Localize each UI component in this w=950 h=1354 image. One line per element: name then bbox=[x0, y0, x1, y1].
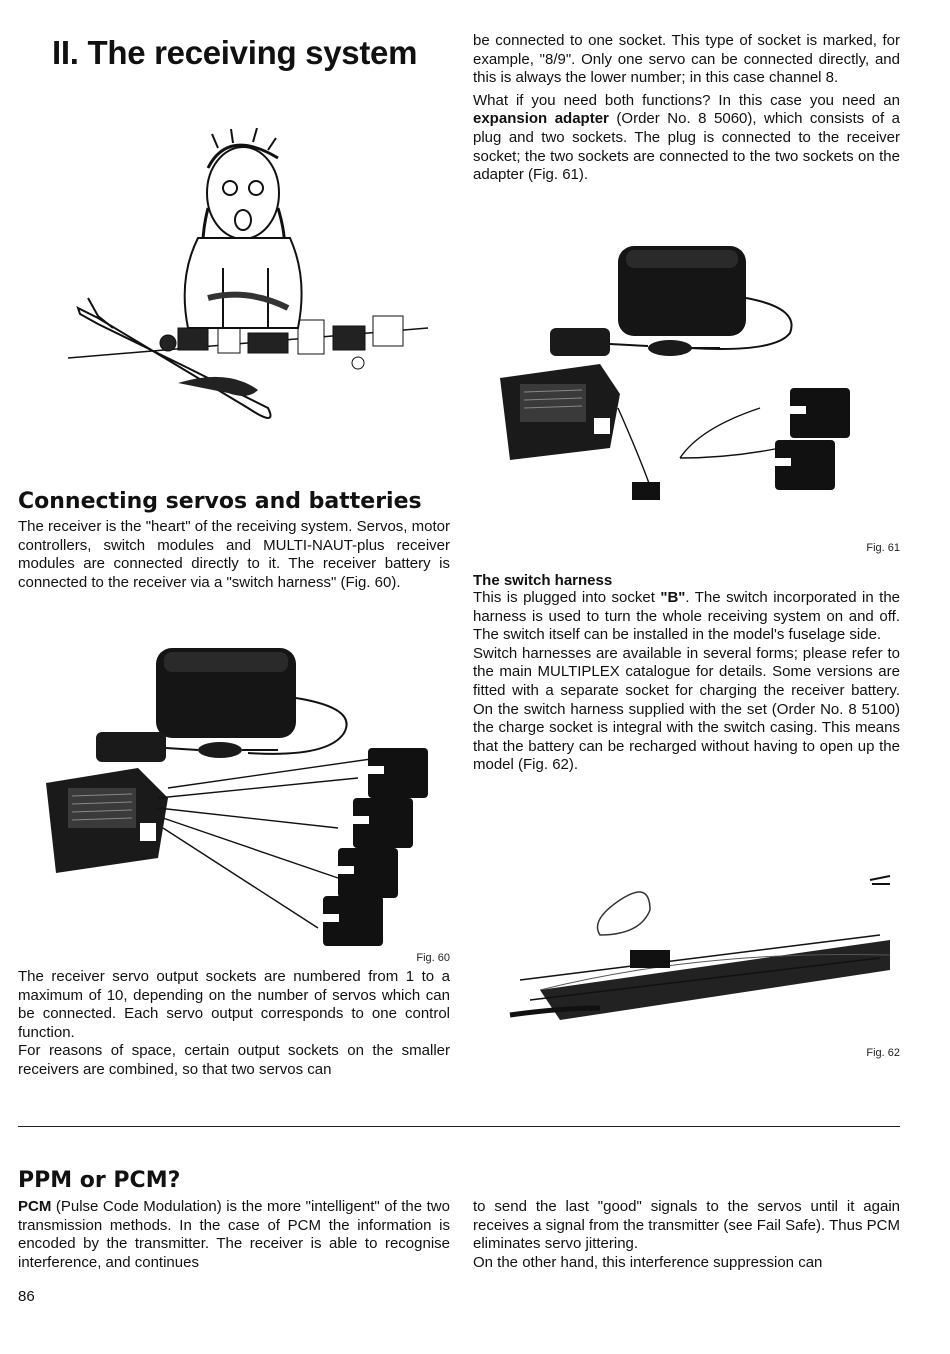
fig61-illustration bbox=[490, 228, 870, 528]
switch-paragraph-2: Switch harnesses are available in severa… bbox=[473, 644, 900, 774]
section-divider bbox=[18, 1126, 900, 1127]
paragraph: For reasons of space, certain output soc… bbox=[18, 1042, 450, 1078]
page-title: II. The receiving system bbox=[52, 34, 418, 71]
fig60-illustration bbox=[38, 638, 448, 948]
ppm-left-text: PCM (Pulse Code Modulation) is the more … bbox=[18, 1198, 450, 1272]
bold-term: "B" bbox=[660, 589, 686, 606]
bold-term: expansion adapter bbox=[473, 110, 609, 128]
switch-paragraph-1: This is plugged into socket "B". The swi… bbox=[473, 589, 900, 645]
section-heading-connecting: Connecting servos and batteries bbox=[18, 489, 422, 514]
fig62-illustration bbox=[500, 840, 900, 1040]
paragraph: be connected to one socket. This type of… bbox=[473, 32, 900, 87]
fig61-caption: Fig. 61 bbox=[866, 542, 900, 554]
expansion-paragraph: What if you need both functions? In this… bbox=[473, 92, 900, 185]
pcm-paragraph: PCM (Pulse Code Modulation) is the more … bbox=[18, 1198, 450, 1272]
paragraph: The receiver servo output sockets are nu… bbox=[18, 968, 450, 1041]
bold-term: PCM bbox=[18, 1198, 52, 1215]
text-run: (Order No. 8 5060), which consists of a … bbox=[473, 110, 901, 184]
text-run: What if you need both functions? In this… bbox=[473, 91, 900, 109]
fig62-caption: Fig. 62 bbox=[866, 1047, 900, 1059]
subheading-switch-harness: The switch harness bbox=[473, 572, 613, 589]
paragraph: to send the last "good" signals to the s… bbox=[473, 1198, 900, 1253]
text-run: (Pulse Code Modulation) is the more "int… bbox=[18, 1198, 450, 1271]
paragraph: The receiver is the "heart" of the recei… bbox=[18, 518, 450, 591]
switch-harness-section: The switch harness This is plugged into … bbox=[473, 572, 900, 775]
after-fig60-text: The receiver servo output sockets are nu… bbox=[18, 968, 450, 1080]
text-run: . The switch incorporated in the harness… bbox=[473, 589, 901, 644]
paragraph: On the other hand, this interference sup… bbox=[473, 1253, 823, 1271]
text-run: This is plugged into socket bbox=[473, 589, 661, 606]
right-column-intro: be connected to one socket. This type of… bbox=[473, 32, 900, 185]
page-number: 86 bbox=[18, 1288, 35, 1305]
section-heading-ppm-pcm: PPM or PCM? bbox=[18, 1168, 181, 1193]
cartoon-illustration bbox=[58, 128, 438, 440]
ppm-right-text: to send the last "good" signals to the s… bbox=[473, 1198, 900, 1272]
section1-text: The receiver is the "heart" of the recei… bbox=[18, 518, 450, 592]
fig60-caption: Fig. 60 bbox=[416, 952, 450, 964]
